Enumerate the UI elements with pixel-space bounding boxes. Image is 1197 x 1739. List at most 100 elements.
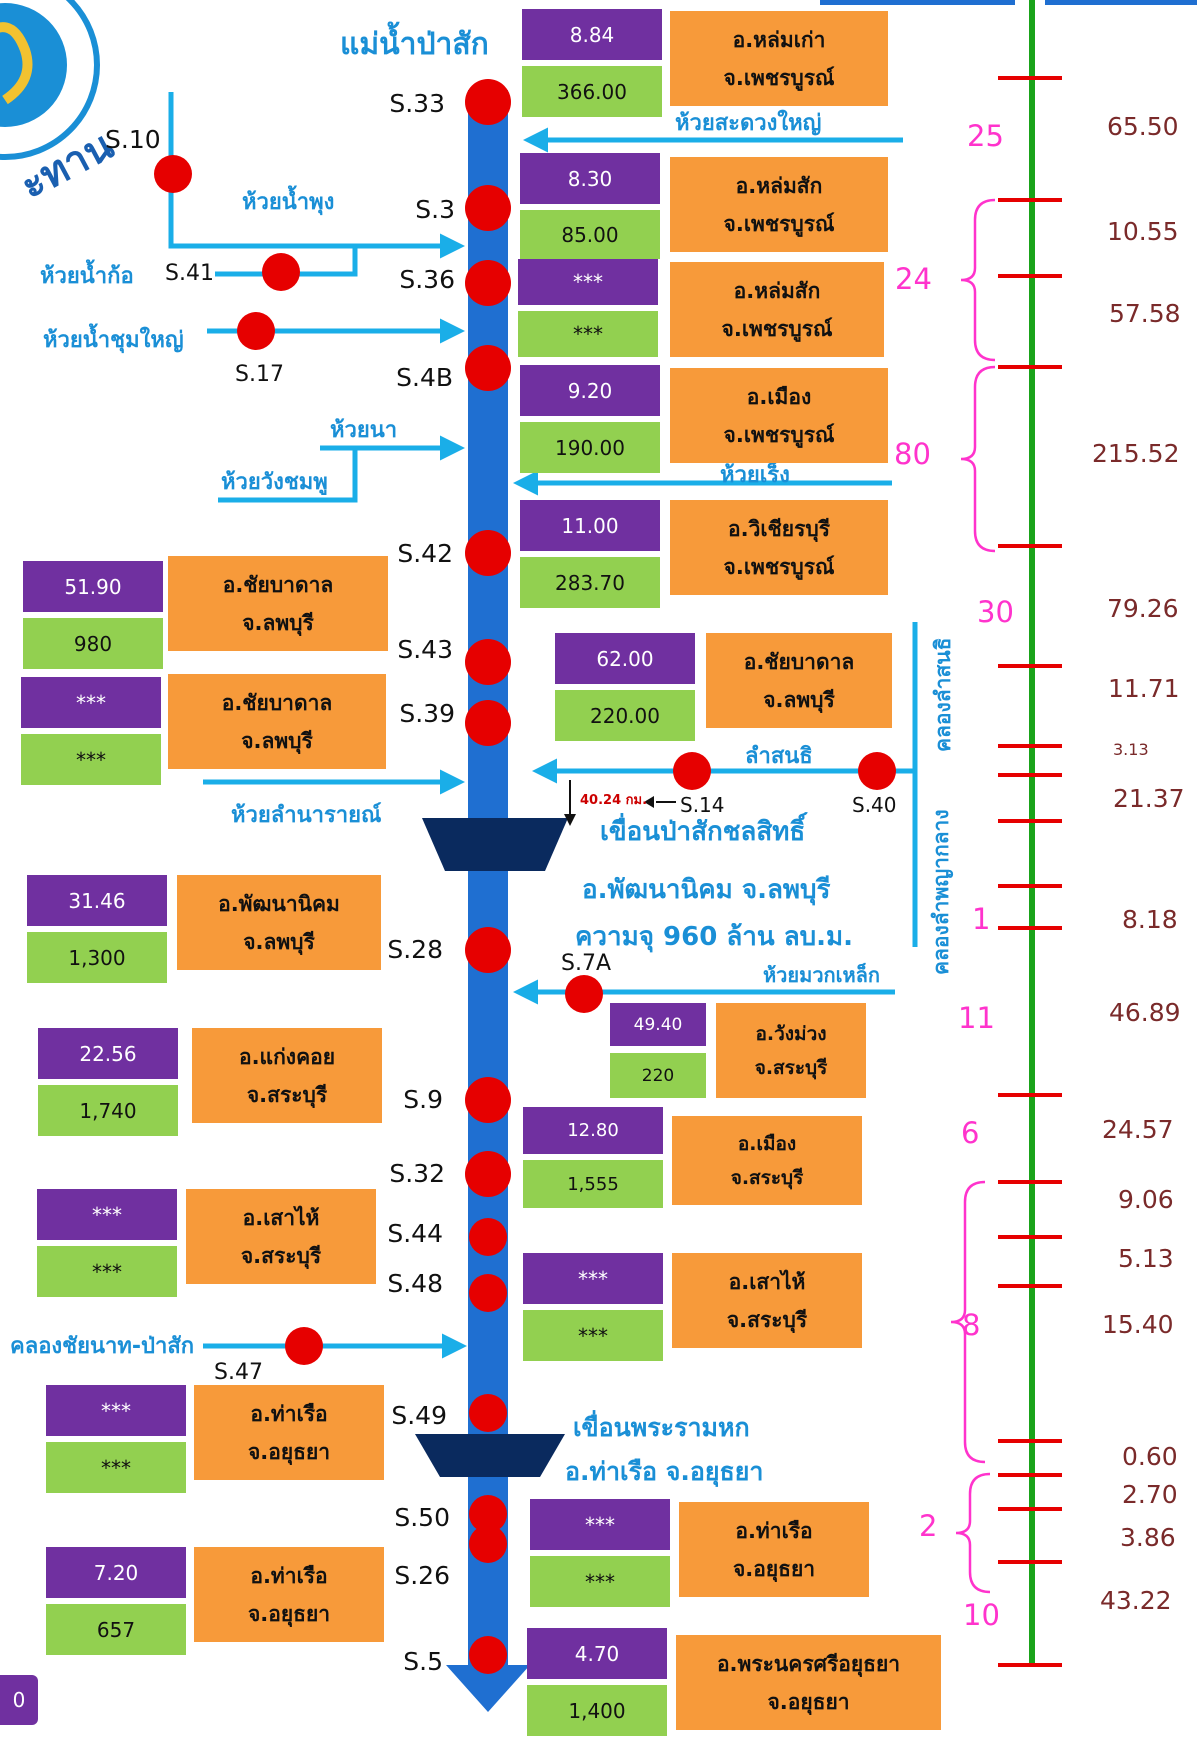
station-label: S.26 xyxy=(394,1561,450,1590)
area-value-box: 220.00 xyxy=(555,690,695,741)
tributary-label: ห้วยนา xyxy=(330,418,397,443)
province-name: จ.ลพบุรี xyxy=(242,610,314,635)
dam-2-name: เขื่อนพระรามหก xyxy=(573,1410,750,1442)
rain-value-box: *** xyxy=(523,1253,663,1304)
river-title: แม่น้ำป่าสัก xyxy=(340,21,489,62)
dam-1-name: เขื่อนป่าสักชลสิทธิ์ xyxy=(600,811,808,847)
side-station-label: S.17 xyxy=(235,362,284,387)
district-name: อ.หล่มสัก xyxy=(733,278,821,303)
km-label: 9.06 xyxy=(1118,1185,1174,1214)
km-label: 65.50 xyxy=(1107,112,1179,141)
district-box: อ.พัฒนานิคมจ.ลพบุรี xyxy=(177,875,381,970)
province-name: จ.เพชรบูรณ์ xyxy=(723,65,835,90)
dam-distance-label: 40.24 กม. xyxy=(580,793,647,808)
segment-label: 8 xyxy=(962,1308,980,1342)
station-label: S.3 xyxy=(415,195,455,224)
station-label: S.4B xyxy=(396,363,453,392)
segment-label: 6 xyxy=(961,1116,979,1150)
district-name: อ.ท่าเรือ xyxy=(250,1563,328,1588)
district-name: อ.ท่าเรือ xyxy=(735,1518,813,1543)
side-station-label: S.7A xyxy=(561,951,611,976)
rama6-dam xyxy=(415,1434,565,1477)
area-value-box: 220 xyxy=(610,1053,706,1098)
pasak-dam xyxy=(422,818,568,871)
rain-value-box: *** xyxy=(21,677,161,728)
segment-label: 24 xyxy=(895,262,932,296)
province-name: จ.เพชรบูรณ์ xyxy=(723,422,835,447)
province-name: จ.เพชรบูรณ์ xyxy=(721,316,833,341)
tributary-label: ห้วยน้ำก้อ xyxy=(40,259,134,289)
area-value-box: 366.00 xyxy=(522,66,662,117)
province-name: จ.อยุธยา xyxy=(247,1439,331,1464)
province-name: จ.สระบุรี xyxy=(726,1307,808,1332)
tributary-label: ห้วยวังชมพู xyxy=(221,470,328,496)
district-box: อ.แก่งคอยจ.สระบุรี xyxy=(192,1028,382,1123)
station-label: S.49 xyxy=(391,1401,447,1430)
district-name: อ.แก่งคอย xyxy=(238,1044,336,1069)
km-label: 215.52 xyxy=(1092,439,1179,468)
station-label: S.5 xyxy=(403,1647,443,1676)
province-name: จ.เพชรบูรณ์ xyxy=(723,211,835,236)
district-box: อ.ท่าเรือจ.อยุธยา xyxy=(679,1502,869,1597)
dam-2-location: อ.ท่าเรือ จ.อยุธยา xyxy=(565,1457,763,1488)
km-label: 0.60 xyxy=(1122,1442,1178,1471)
area-value-box: 657 xyxy=(46,1604,186,1655)
rain-value-box: 12.80 xyxy=(523,1107,663,1154)
segment-label: 30 xyxy=(977,595,1014,629)
district-box: อ.วังม่วงจ.สระบุรี xyxy=(716,1003,866,1098)
district-box: อ.หล่มสักจ.เพชรบูรณ์ xyxy=(670,262,884,357)
rain-value-box: 8.84 xyxy=(522,9,662,60)
km-label: 43.22 xyxy=(1100,1586,1172,1615)
km-labels: 65.5010.5557.58215.5279.2611.713.1321.37… xyxy=(1092,112,1185,1615)
district-box: อ.หล่มสักจ.เพชรบูรณ์ xyxy=(670,157,888,252)
km-label: 5.13 xyxy=(1118,1244,1174,1273)
km-label: 2.70 xyxy=(1122,1480,1178,1509)
side-station-label: S.10 xyxy=(105,125,161,154)
side-station-label: S.40 xyxy=(852,793,897,817)
side-station-label: S.41 xyxy=(165,261,214,286)
province-name: จ.สระบุรี xyxy=(240,1243,322,1268)
area-value-box: 85.00 xyxy=(520,210,660,259)
district-name: อ.ชัยบาดาล xyxy=(743,649,855,674)
station-label: S.50 xyxy=(394,1503,450,1532)
area-value-box: *** xyxy=(37,1246,177,1297)
area-value-box: 980 xyxy=(23,618,163,669)
area-value-box: 1,740 xyxy=(38,1085,178,1136)
district-box: อ.เมืองจ.สระบุรี xyxy=(672,1116,862,1205)
station-dots xyxy=(154,79,896,1674)
logo: ะทาน xyxy=(0,0,121,209)
province-name: จ.อยุธยา xyxy=(247,1601,331,1626)
rain-value-box: 62.00 xyxy=(555,633,695,684)
area-value-box: *** xyxy=(518,311,658,357)
river-arrow-head xyxy=(446,1665,530,1712)
tributary-label: ห้วยน้ำพุง xyxy=(242,185,334,216)
km-label: 11.71 xyxy=(1108,674,1180,703)
district-box: อ.ชัยบาดาลจ.ลพบุรี xyxy=(168,674,386,769)
rain-value-box: *** xyxy=(46,1385,186,1436)
district-box: อ.เสาไห้จ.สระบุรี xyxy=(672,1253,862,1348)
tributary-label: ห้วยสะดวงใหญ่ xyxy=(675,109,821,136)
km-label: 46.89 xyxy=(1109,998,1181,1027)
province-name: จ.สระบุรี xyxy=(246,1082,328,1107)
segment-braces xyxy=(950,198,996,1594)
station-label: S.9 xyxy=(403,1085,443,1114)
segment-label: 10 xyxy=(963,1598,1000,1632)
side-station-label: S.14 xyxy=(680,793,725,817)
district-box: อ.เสาไห้จ.สระบุรี xyxy=(186,1189,376,1284)
segment-label: 25 xyxy=(967,119,1004,153)
district-box: อ.หล่มเก่าจ.เพชรบูรณ์ xyxy=(670,11,888,106)
rain-value-box: 31.46 xyxy=(27,875,167,926)
rain-value-box: 7.20 xyxy=(46,1547,186,1598)
km-label: 15.40 xyxy=(1102,1310,1174,1339)
distance-scale-ticks xyxy=(998,76,1062,1667)
station-label: S.39 xyxy=(399,699,455,728)
legend-tag: 0 xyxy=(0,1675,38,1725)
dam-1-capacity: ความจุ 960 ล้าน ลบ.ม. xyxy=(575,922,853,953)
district-name: อ.ชัยบาดาล xyxy=(222,572,334,597)
district-name: อ.หล่มสัก xyxy=(735,173,823,198)
rain-value-box: *** xyxy=(37,1189,177,1240)
dam-1-location: อ.พัฒนานิคม จ.ลพบุรี xyxy=(582,875,831,906)
station-label: S.36 xyxy=(399,265,455,294)
km-label: 57.58 xyxy=(1109,299,1181,328)
